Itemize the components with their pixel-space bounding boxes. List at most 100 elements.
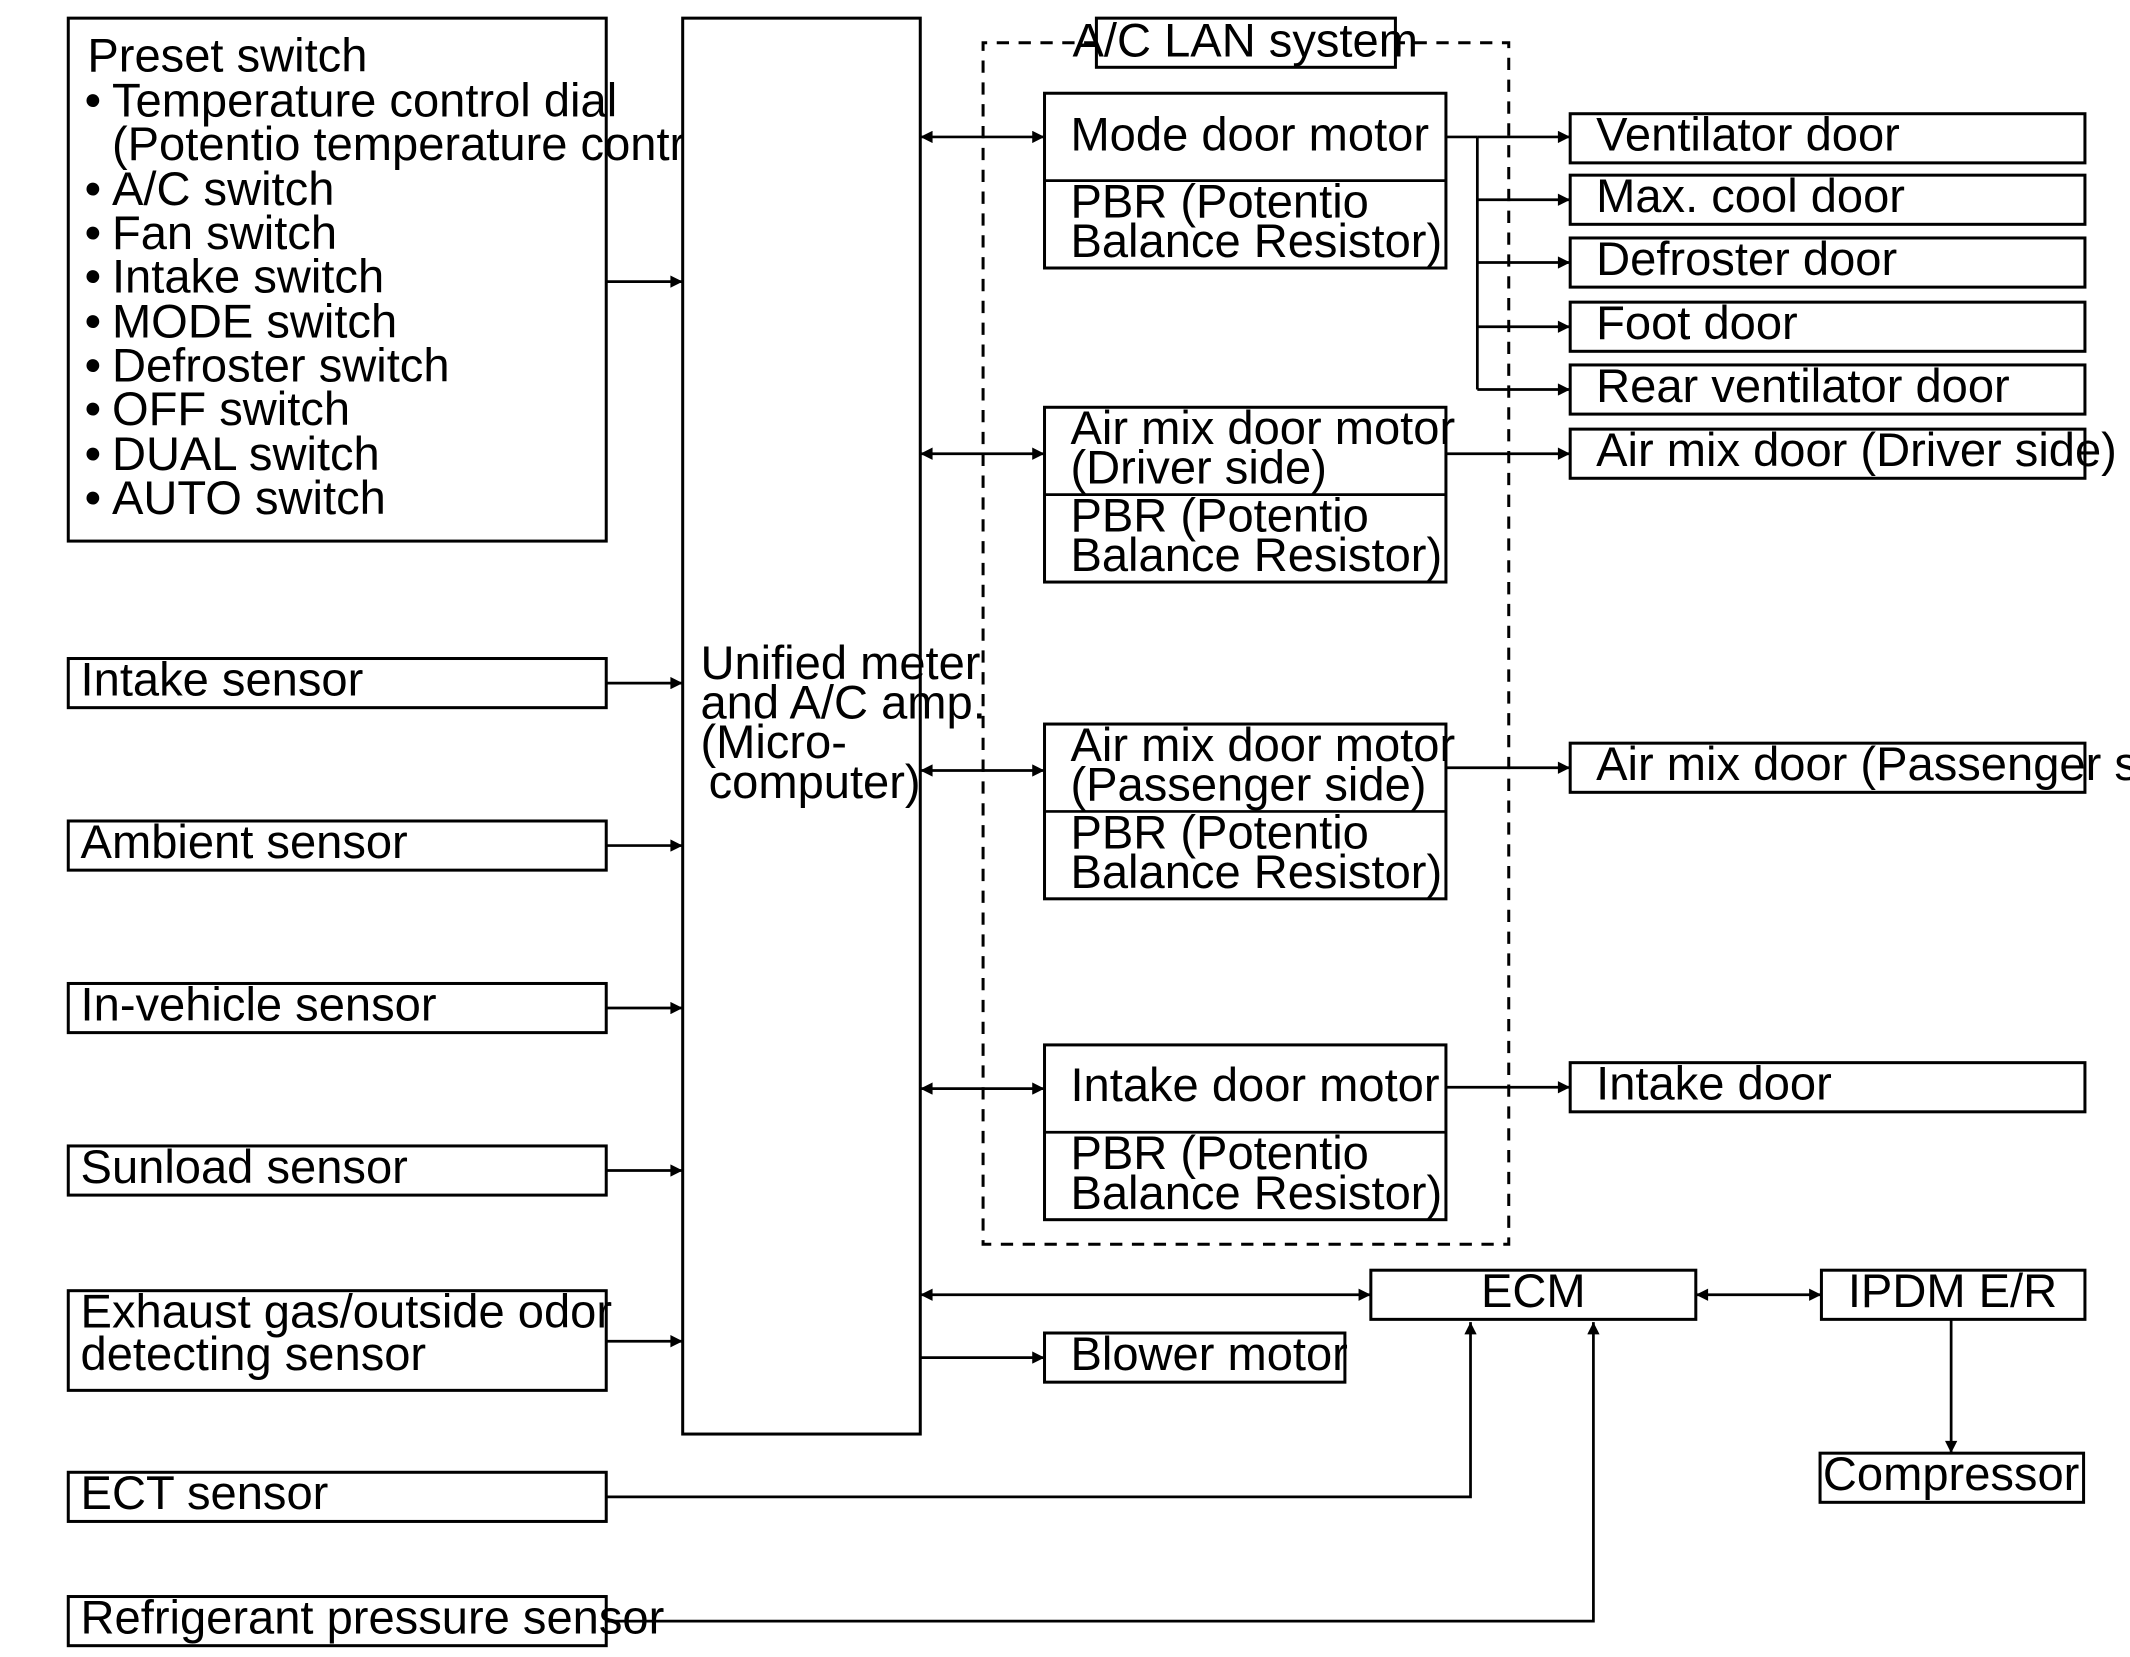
ecm-block: ECM — [1369, 1264, 1698, 1321]
bullet: • — [85, 338, 102, 391]
preset-item-dual-switch: DUAL switch — [112, 427, 380, 480]
preset-item-defroster-switch: Defroster switch — [112, 338, 450, 391]
intake-sensor-label: Intake sensor — [81, 652, 364, 705]
air-mix-passenger-door-block: Air mix door (Passenger side) — [1568, 737, 2130, 794]
preset-switch-title: Preset switch — [87, 28, 367, 81]
rear-ventilator-door-label: Rear ventilator door — [1596, 359, 2010, 412]
preset-item-off-switch: OFF switch — [112, 382, 350, 435]
air-mix-driver-door-block: Air mix door (Driver side) — [1568, 423, 2117, 480]
bullet: • — [85, 73, 102, 126]
air-mix-passenger-motor-label-line2: (Passenger side) — [1070, 758, 1426, 811]
defroster-door-block: Defroster door — [1568, 232, 2087, 289]
exhaust-gas-sensor-block: Exhaust gas/outside odor detecting senso… — [66, 1285, 612, 1392]
lan-connectors — [920, 130, 1371, 1364]
intake-door-motor-block: Intake door motor PBR (Potentio Balance … — [1043, 1043, 1448, 1222]
ipdm-block: IPDM E/R — [1819, 1264, 2087, 1321]
door-connectors — [1445, 130, 1571, 1094]
intake-door-motor-label: Intake door motor — [1070, 1058, 1439, 1111]
preset-item-mode-switch: MODE switch — [112, 295, 397, 348]
air-mix-driver-motor-label-line2: (Driver side) — [1070, 441, 1326, 494]
ecm-label: ECM — [1481, 1264, 1586, 1317]
ac-lan-system-frame: A/C LAN system — [981, 13, 1511, 1246]
air-mix-driver-motor-block: Air mix door motor (Driver side) PBR (Po… — [1043, 401, 1455, 584]
bullet: • — [85, 250, 102, 303]
ect-sensor-box — [66, 1470, 608, 1523]
ac-lan-dashed-border — [981, 41, 1511, 1246]
foot-door-block: Foot door — [1568, 296, 2087, 353]
refrigerant-pressure-sensor-box — [66, 1595, 608, 1648]
ac-amp-label-line4: computer) — [709, 755, 921, 808]
preset-item-ac-switch: A/C switch — [112, 162, 334, 215]
in-vehicle-sensor-block: In-vehicle sensor — [66, 977, 608, 1035]
ipdm-box — [1819, 1268, 2087, 1321]
exhaust-gas-sensor-label-line1: Exhaust gas/outside odor — [81, 1285, 612, 1338]
air-mix-driver-door-box — [1568, 427, 2087, 480]
compressor-label: Compressor — [1823, 1447, 2079, 1500]
bullet: • — [85, 427, 102, 480]
intake-sensor-block: Intake sensor — [66, 652, 608, 710]
refrigerant-pressure-sensor-block: Refrigerant pressure sensor — [66, 1590, 665, 1648]
bullet: • — [85, 471, 102, 524]
ventilator-door-block: Ventilator door — [1568, 108, 2087, 165]
bullet: • — [85, 206, 102, 259]
ac-amp-box — [681, 16, 922, 1436]
ect-sensor-block: ECT sensor — [66, 1466, 608, 1523]
bullet: • — [85, 162, 102, 215]
rear-ventilator-door-block: Rear ventilator door — [1568, 359, 2087, 416]
pbr-label-line1: PBR (Potentio — [1070, 805, 1368, 858]
preset-item-temperature-dial: Temperature control dial — [112, 73, 617, 126]
pbr-label-line1: PBR (Potentio — [1070, 174, 1368, 227]
ventilator-door-box — [1568, 112, 2087, 165]
ac-amp-label-line1: Unified meter — [700, 636, 980, 689]
air-mix-driver-door-label: Air mix door (Driver side) — [1596, 423, 2117, 476]
exhaust-gas-sensor-label-line2: detecting sensor — [81, 1327, 427, 1380]
preset-switch-box — [66, 16, 608, 543]
air-mix-passenger-door-label: Air mix door (Passenger side) — [1596, 737, 2130, 790]
ambient-sensor-label: Ambient sensor — [81, 815, 408, 868]
mode-door-motor-label: Mode door motor — [1070, 108, 1429, 161]
blower-motor-label: Blower motor — [1070, 1327, 1347, 1380]
pbr-label-line2: Balance Resistor) — [1070, 845, 1442, 898]
in-vehicle-sensor-box — [66, 981, 608, 1035]
preset-switch-list: • Temperature control dial (Potentio tem… — [85, 73, 738, 523]
foot-door-box — [1568, 300, 2087, 353]
compressor-block: Compressor — [1818, 1447, 2086, 1504]
preset-item-potentio-note: (Potentio temperature control) — [112, 117, 738, 170]
preset-item-fan-switch: Fan switch — [112, 206, 337, 259]
air-mix-passenger-door-box — [1568, 741, 2087, 794]
pbr-label-line1: PBR (Potentio — [1070, 489, 1368, 542]
intake-door-label: Intake door — [1596, 1057, 1832, 1110]
ect-to-ecm-arrow — [606, 1322, 1477, 1499]
ambient-sensor-block: Ambient sensor — [66, 815, 608, 872]
intake-door-block: Intake door — [1568, 1057, 2087, 1114]
ac-amp-label-line2: and A/C amp. — [700, 676, 985, 729]
pbr-label-line1: PBR (Potentio — [1070, 1126, 1368, 1179]
foot-door-label: Foot door — [1596, 296, 1798, 349]
bullet: • — [85, 382, 102, 435]
pbr-label-line2: Balance Resistor) — [1070, 214, 1442, 267]
preset-item-intake-switch: Intake switch — [112, 250, 384, 303]
exhaust-gas-sensor-box — [66, 1289, 608, 1392]
ac-lan-title-box — [1094, 16, 1397, 69]
max-cool-door-label: Max. cool door — [1596, 169, 1905, 222]
preset-item-auto-switch: AUTO switch — [112, 471, 386, 524]
in-vehicle-sensor-label: In-vehicle sensor — [81, 977, 437, 1030]
ect-sensor-label: ECT sensor — [81, 1466, 329, 1519]
intake-sensor-box — [66, 657, 608, 710]
refrigerant-pressure-sensor-label: Refrigerant pressure sensor — [81, 1590, 665, 1643]
sunload-sensor-label: Sunload sensor — [81, 1140, 408, 1193]
ac-amp-block: Unified meter and A/C amp. (Micro- compu… — [681, 16, 986, 1436]
ac-lan-title: A/C LAN system — [1073, 13, 1418, 66]
compressor-box — [1818, 1451, 2086, 1504]
sunload-sensor-block: Sunload sensor — [66, 1140, 608, 1197]
bullet: • — [85, 295, 102, 348]
rear-ventilator-door-box — [1568, 363, 2087, 416]
air-mix-passenger-motor-label-line1: Air mix door motor — [1070, 718, 1455, 771]
air-mix-driver-motor-label-line1: Air mix door motor — [1070, 401, 1455, 454]
max-cool-door-box — [1568, 173, 2087, 226]
ecm-connectors — [1695, 1288, 1958, 1454]
ac-amp-label-line3: (Micro- — [700, 715, 846, 768]
input-connectors — [606, 275, 1600, 1623]
